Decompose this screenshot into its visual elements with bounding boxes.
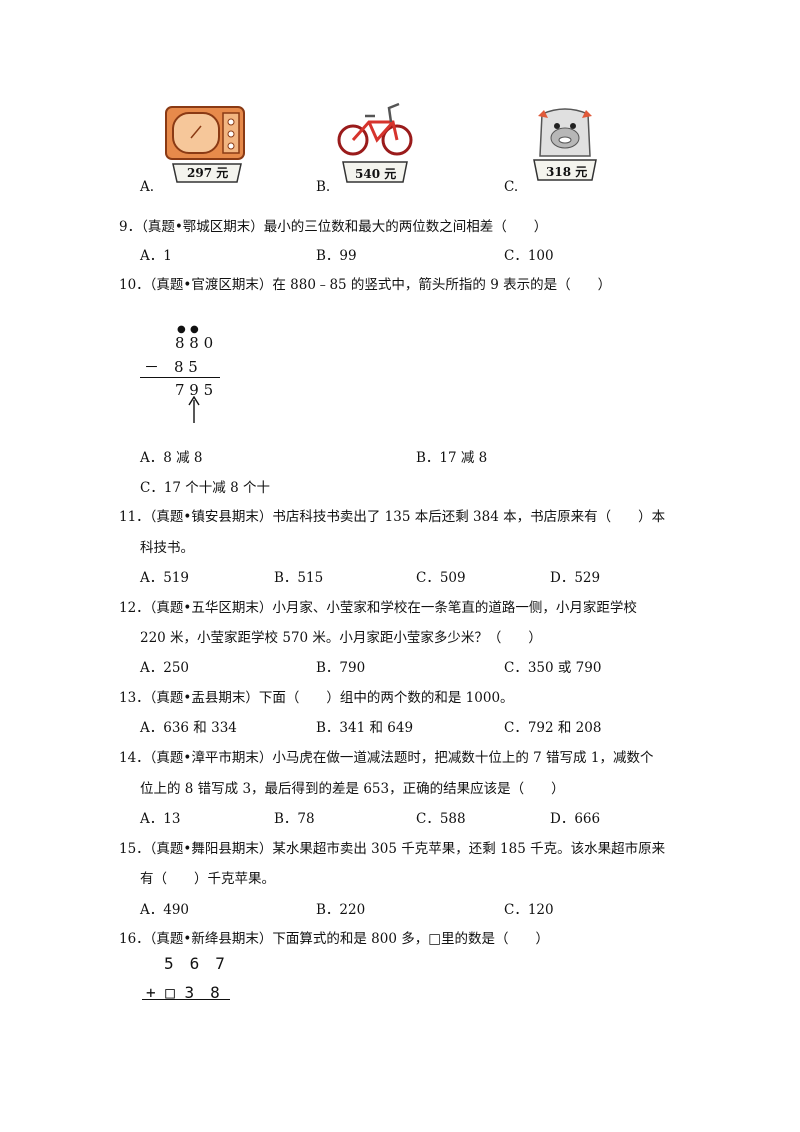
subtraction-minuend: 8 8 0	[175, 334, 214, 352]
bicycle-picture: 540 元	[335, 98, 415, 184]
borrow-dot-hundreds: ●	[177, 324, 186, 335]
q16-question: 16．（真题•新绛县期末）下面算式的和是 800 多，□里的数是（ ）	[119, 931, 549, 947]
arrow-up-icon	[188, 396, 200, 423]
q13-option-a: A．636 和 334	[140, 720, 237, 736]
q12-option-a: A．250	[140, 660, 190, 676]
q11-question-line1: 11．（真题•镇安县期末）书店科技书卖出了 135 本后还剩 384 本，书店原…	[119, 509, 666, 525]
backpack-picture: 318 元	[530, 104, 600, 184]
microwave-price: 297 元	[187, 166, 229, 180]
q13-option-c: C．792 和 208	[504, 720, 602, 736]
q12-option-c: C．350 或 790	[504, 660, 602, 676]
q14-question-line2: 位上的 8 错写成 3，最后得到的差是 653，正确的结果应该是（ ）	[140, 781, 565, 797]
q9-option-a: A．1	[140, 248, 172, 264]
q10-vertical-subtraction: ● ● 8 8 0 － 8 5 7 9 5	[138, 322, 228, 426]
q16-vertical-addition: 5 6 7 + □ 3 8	[140, 950, 240, 1002]
borrow-dot-tens: ●	[190, 324, 199, 335]
q12-question-line1: 12．（真题•五华区期末）小月家、小莹家和学校在一条笔直的道路一侧，小月家距学校	[119, 600, 637, 616]
microwave-oven-icon	[165, 106, 245, 183]
microwave-picture: 297 元	[163, 104, 249, 184]
q14-option-b: B．78	[274, 811, 315, 827]
q12-option-b: B．790	[316, 660, 366, 676]
bicycle-price: 540 元	[355, 167, 397, 181]
addition-addend-2: + □ 3 8	[146, 983, 220, 1002]
q11-option-c: C．509	[416, 570, 466, 586]
q15-option-c: C．120	[504, 902, 554, 918]
q11-question-line2: 科技书。	[140, 540, 194, 556]
q8-option-b-label: B.	[316, 179, 331, 195]
q14-option-a: A．13	[140, 811, 181, 827]
q14-option-c: C．588	[416, 811, 466, 827]
q13-question: 13．（真题•盂县期末）下面（ ）组中的两个数的和是 1000。	[119, 690, 514, 706]
addition-addend-1: 5 6 7	[164, 954, 225, 973]
q10-option-b: B．17 减 8	[416, 450, 488, 466]
backpack-price: 318 元	[546, 165, 588, 179]
q13-option-b: B．341 和 649	[316, 720, 414, 736]
subtraction-difference: 7 9 5	[175, 381, 214, 399]
q14-question-line1: 14．（真题•漳平市期末）小马虎在做一道减法题时，把减数十位上的 7 错写成 1…	[119, 750, 654, 766]
q15-option-a: A．490	[140, 902, 190, 918]
q11-option-d: D．529	[550, 570, 601, 586]
bicycle-icon	[337, 102, 413, 183]
q15-question-line2: 有（ ）千克苹果。	[140, 871, 275, 887]
q10-question: 10．（真题•官渡区期末）在 880﹣85 的竖式中，箭头所指的 9 表示的是（…	[119, 277, 612, 293]
q8-option-a-label: A.	[140, 179, 155, 195]
q11-option-a: A．519	[140, 570, 190, 586]
q10-option-c: C．17 个十减 8 个十	[140, 480, 270, 496]
q8-option-c-label: C.	[504, 179, 519, 195]
q9-option-c: C．100	[504, 248, 554, 264]
q9-option-b: B．99	[316, 248, 357, 264]
q14-option-d: D．666	[550, 811, 601, 827]
q10-option-a: A．8 减 8	[140, 450, 203, 466]
q15-option-b: B．220	[316, 902, 366, 918]
q11-option-b: B．515	[274, 570, 324, 586]
subtraction-subtrahend: － 8 5	[144, 358, 198, 376]
q9-question: 9．（真题•鄂城区期末）最小的三位数和最大的两位数之间相差（ ）	[119, 219, 548, 235]
addition-line	[142, 999, 230, 1000]
backpack-icon	[533, 108, 597, 181]
q15-question-line1: 15．（真题•舞阳县期末）某水果超市卖出 305 千克苹果，还剩 185 千克。…	[119, 841, 666, 857]
subtraction-line	[140, 377, 220, 378]
q12-question-line2: 220 米，小莹家距学校 570 米。小月家距小莹家多少米？（ ）	[140, 630, 542, 646]
